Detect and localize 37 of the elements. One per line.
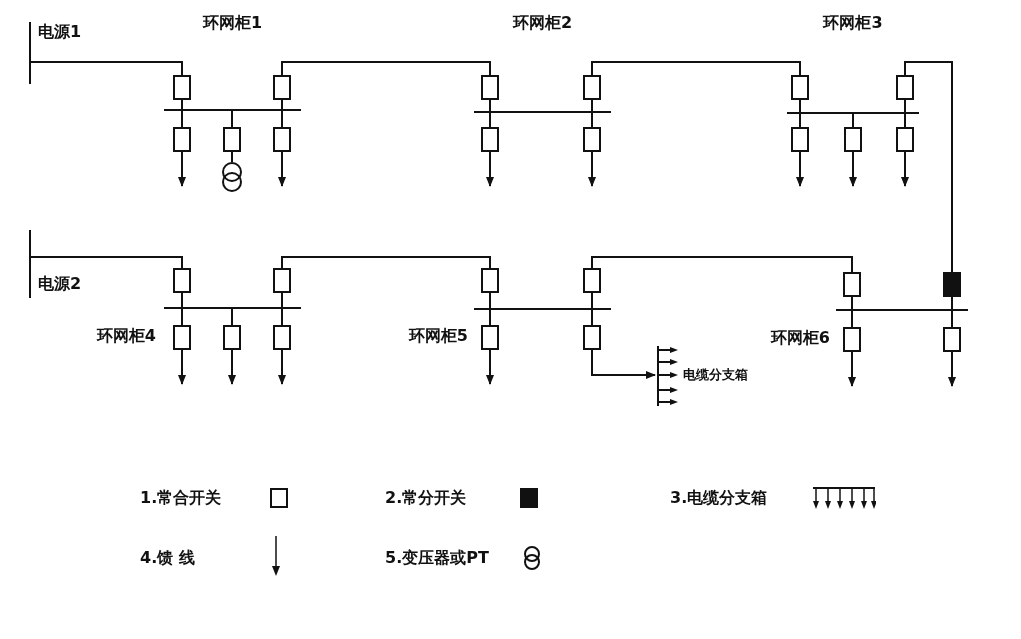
feeder-arrow: [901, 151, 909, 187]
legend-label: 5.变压器或PT: [385, 548, 489, 568]
power-source-label: 电源1: [38, 22, 82, 42]
feeder-arrow: [278, 349, 286, 385]
cable-line: [591, 256, 853, 273]
cable-line: [281, 61, 491, 76]
cable-line: [29, 256, 183, 269]
feeder-arrow: [849, 151, 857, 187]
feeder-arrow: [848, 351, 856, 387]
switchgear-label: 环网柜1: [201, 13, 264, 33]
switchgear-label: 环网柜3: [821, 13, 884, 33]
cable-branch-label: 电缆分支箱: [683, 366, 748, 384]
feeder-arrow: [948, 351, 956, 387]
feeder-arrow: [588, 151, 596, 187]
feeder-arrow: [178, 151, 186, 187]
transformer-symbol: [221, 162, 243, 192]
cable-line: [281, 256, 491, 269]
cable-line: [231, 151, 233, 163]
feeder-arrow: [278, 151, 286, 187]
feeder-arrow: [796, 151, 804, 187]
feeder-arrow: [178, 349, 186, 385]
legend-label: 2.常分开关: [385, 488, 467, 508]
switchgear-label: 环网柜6: [769, 328, 830, 348]
cable-line: [591, 349, 656, 379]
switchgear-label: 环网柜2: [511, 13, 574, 33]
legend-label: 4.馈 线: [140, 548, 195, 568]
switchgear-label: 环网柜5: [407, 326, 468, 346]
cable-line: [591, 61, 801, 76]
power-source-label: 电源2: [38, 274, 82, 294]
legend-label: 3.电缆分支箱: [670, 488, 768, 508]
feeder-arrow: [486, 151, 494, 187]
feeder-arrow: [228, 349, 236, 385]
switchgear-label: 环网柜4: [95, 326, 156, 346]
cable-line: [29, 61, 183, 76]
feeder-arrow: [486, 349, 494, 385]
cable-line: [904, 61, 953, 273]
legend-label: 1.常合开关: [140, 488, 222, 508]
